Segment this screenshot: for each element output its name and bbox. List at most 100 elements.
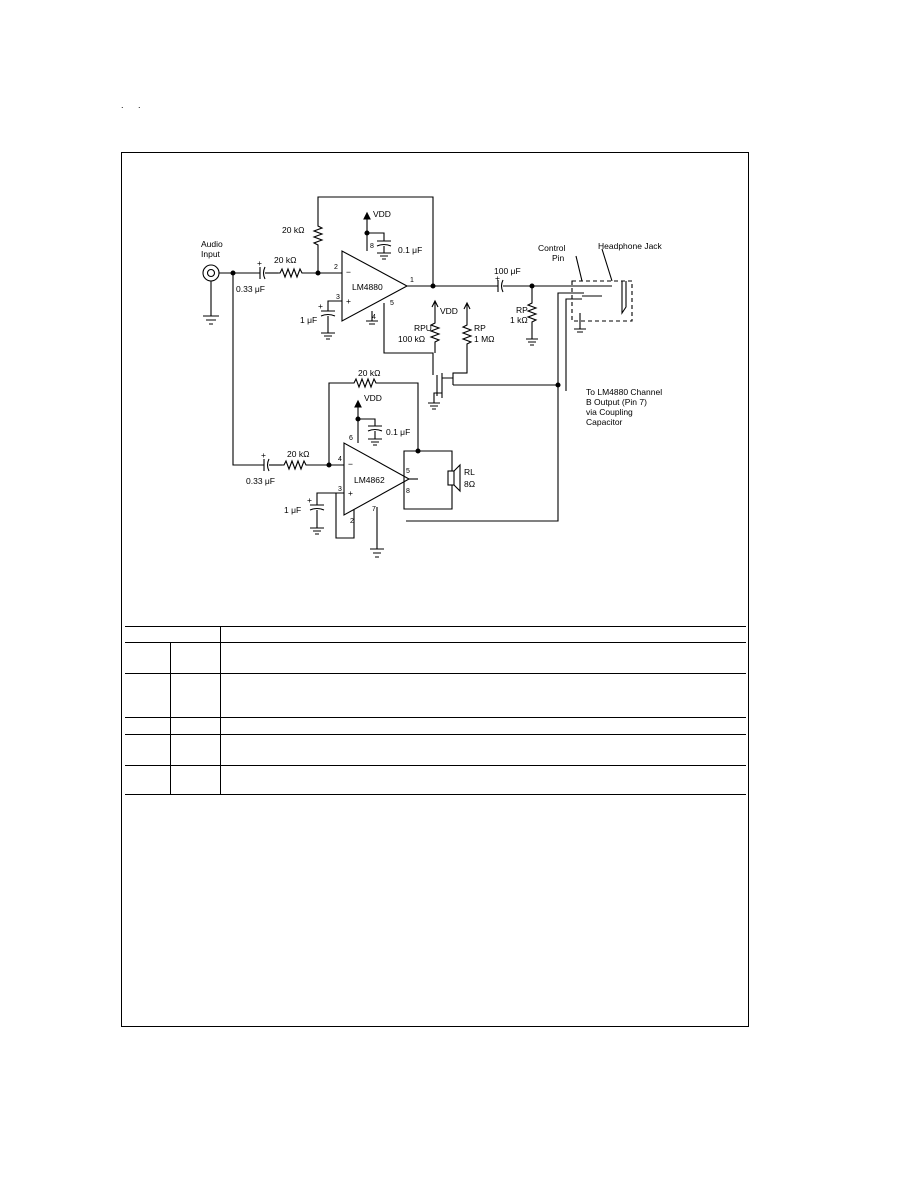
plus-c-in-bot: + — [261, 450, 266, 460]
plus-c-out: + — [495, 273, 500, 283]
pin-bot-8: 8 — [406, 488, 410, 495]
audio-input-label-1: Audio — [201, 239, 223, 249]
bottom-input-capacitor — [263, 458, 282, 472]
top-bias-capacitor — [320, 310, 336, 340]
vdd-bot-label: VDD — [364, 393, 382, 403]
headphone-jack-box — [571, 280, 633, 322]
headphone-jack-contacts — [582, 281, 627, 315]
mosfet — [428, 373, 453, 410]
headphone-jack-label: Headphone Jack — [598, 241, 663, 251]
c-bypass-bot-label: 0.1 μF — [386, 427, 410, 437]
table-row — [125, 717, 746, 735]
speaker-body — [447, 470, 455, 486]
jack-gnd — [574, 313, 586, 333]
c-bias-bot-label: 1 μF — [284, 505, 301, 515]
output-capacitor — [497, 279, 582, 293]
table-row — [125, 673, 746, 718]
pin-top-4: 4 — [372, 314, 376, 321]
top-input-capacitor — [259, 266, 278, 280]
pin-bot-3: 3 — [338, 486, 342, 493]
note-label-4: Capacitor — [586, 417, 623, 427]
opamp-plus-bot: + — [348, 488, 353, 498]
opamp-minus-top: − — [346, 267, 351, 277]
vdd-mid-label: VDD — [440, 306, 458, 316]
speaker-loop — [403, 450, 453, 510]
pin-bot-7: 7 — [372, 506, 376, 513]
header-mark: . . — [121, 100, 147, 110]
r-feedback-top-label: 20 kΩ — [282, 225, 304, 235]
note-label-3: via Coupling — [586, 407, 633, 417]
bottom-gnd — [370, 507, 384, 558]
speaker-label-2: 8Ω — [464, 479, 475, 489]
bottom-opamp — [343, 442, 411, 516]
top-input-resistor — [278, 267, 322, 279]
figure-frame: Audio Input 20 kΩ 20 kΩ 0.33 μF VDD 0.1 … — [121, 152, 749, 1027]
truth-table — [125, 626, 746, 795]
note-label-1: To LM4880 Channel — [586, 387, 662, 397]
rp2-label-2: 1 MΩ — [474, 334, 495, 344]
input-wire-lower — [232, 273, 264, 466]
pin-bot-5: 5 — [406, 468, 410, 475]
top-bypass-capacitor — [376, 240, 392, 260]
rp-label-2: 1 kΩ — [510, 315, 528, 325]
c-in-bot-label: 0.33 μF — [246, 476, 275, 486]
pin-top-2: 2 — [334, 264, 338, 271]
plus-c-bias-top: + — [318, 301, 323, 311]
rpu-resistor — [429, 311, 441, 353]
pin-bot-2: 2 — [350, 518, 354, 525]
speaker-label-1: RL — [464, 467, 475, 477]
note-line — [565, 298, 582, 391]
plus-c-bias-bot: + — [307, 495, 312, 505]
jack-pointer — [601, 248, 613, 282]
pin-bot-6: 6 — [349, 435, 353, 442]
table-row — [125, 642, 746, 674]
bottom-input-resistor — [282, 459, 344, 471]
rpu-label-1: RPU — [414, 323, 432, 333]
top-gnd — [366, 311, 378, 325]
control-line — [406, 384, 559, 522]
table-row — [125, 626, 746, 643]
control-pin-label-2: Pin — [552, 253, 565, 263]
bottom-bypass-capacitor — [358, 418, 383, 446]
bottom-feedback-resistor — [328, 377, 419, 465]
control-pin-pointer — [575, 255, 583, 282]
audio-input-jack — [202, 264, 220, 325]
c-in-top-label: 0.33 μF — [236, 284, 265, 294]
r-feedback-bot-label: 20 kΩ — [358, 368, 380, 378]
chip-bot-label: LM4862 — [354, 475, 385, 485]
control-pin-wire — [557, 292, 584, 385]
note-label-2: B Output (Pin 7) — [586, 397, 647, 407]
bottom-bias-capacitor — [309, 492, 344, 535]
opamp-plus-top: + — [346, 296, 351, 306]
c-bias-top-label: 1 μF — [300, 315, 317, 325]
pin-top-5: 5 — [390, 300, 394, 307]
rp-label-1: RP — [516, 305, 528, 315]
top-output-node — [430, 283, 436, 289]
top-opamp — [341, 250, 409, 322]
rp2-resistor — [452, 313, 473, 385]
chip-top-label: LM4880 — [352, 282, 383, 292]
bottom-bias-loop — [335, 493, 355, 539]
top-shutdown-wire — [383, 303, 434, 375]
r-in-bot-label: 20 kΩ — [287, 449, 309, 459]
rp-resistor — [526, 286, 538, 346]
pin-top-3: 3 — [336, 294, 340, 301]
pin-top-1: 1 — [410, 277, 414, 284]
rpu-label-2: 100 kΩ — [398, 334, 425, 344]
opamp-minus-bot: − — [348, 459, 353, 469]
table-row — [125, 734, 746, 766]
top-bypass-wire — [367, 232, 385, 241]
vdd-mid2-arrow — [463, 301, 471, 313]
c-bypass-top-label: 0.1 μF — [398, 245, 422, 255]
plus-c-in-top: + — [257, 258, 262, 268]
table-row — [125, 765, 746, 795]
pin-bot-4: 4 — [338, 456, 342, 463]
c-out-label: 100 μF — [494, 266, 521, 276]
control-pin-label-1: Control — [538, 243, 566, 253]
pin-top-8: 8 — [370, 243, 374, 250]
top-bias-wire — [327, 300, 342, 311]
speaker-cone — [453, 463, 461, 493]
bottom-vdd-arrow — [354, 399, 362, 408]
audio-input-label-2: Input — [201, 249, 221, 259]
top-feedback-resistor — [312, 196, 434, 285]
